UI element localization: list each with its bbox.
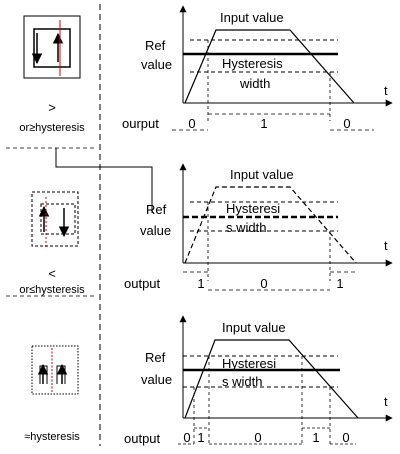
- input-value-curve: [184, 186, 357, 264]
- output-row-label: output: [124, 431, 161, 446]
- hysteresis-label: s width: [226, 220, 266, 235]
- ref-label: value: [141, 57, 172, 72]
- output-value: 0: [342, 430, 349, 445]
- output-value: 1: [197, 276, 204, 291]
- hysteresis-label: Hysteresi: [222, 356, 276, 371]
- hysteresis-label: width: [239, 76, 270, 91]
- output-row-label: ourput: [122, 116, 159, 131]
- condition-label: or≤hysteresis: [19, 284, 85, 296]
- chart-title: Input value: [222, 320, 286, 335]
- condition-label: or≥hysteresis: [19, 122, 85, 134]
- output-value: 0: [183, 430, 190, 445]
- t-axis-label: t: [384, 83, 388, 98]
- output-value: 0: [188, 116, 195, 131]
- hysteresis-loop-icon: [31, 191, 79, 248]
- output-value: 0: [260, 276, 267, 291]
- hysteresis-loop-icon: [31, 345, 79, 395]
- chart-title: Input value: [220, 10, 284, 25]
- chart-title: Input value: [230, 167, 294, 182]
- condition-symbol: >: [48, 100, 56, 115]
- hysteresis-label: s width: [222, 374, 262, 389]
- ref-label: Ref: [146, 202, 167, 217]
- ref-label: value: [141, 372, 172, 387]
- input-value-curve: [184, 29, 355, 104]
- condition-label: ≈hysteresis: [24, 431, 80, 443]
- panel-2: < or≤hysteresis t Input value Ref value …: [19, 163, 393, 296]
- condition-symbol: <: [48, 266, 56, 281]
- ref-label: value: [140, 223, 171, 238]
- ref-label: Ref: [145, 350, 166, 365]
- output-value: 0: [343, 116, 350, 131]
- output-value: 1: [336, 276, 343, 291]
- hysteresis-label: Hysteresi: [226, 201, 280, 216]
- panel-1: > or≥hysteresis t Input value Ref value …: [19, 5, 393, 134]
- output-value: 1: [197, 430, 204, 445]
- connector-line: [55, 148, 153, 213]
- t-axis-label: t: [384, 394, 388, 409]
- hysteresis-label: Hysteresis: [222, 56, 283, 71]
- t-axis-label: t: [384, 238, 388, 253]
- input-value-curve: [184, 339, 359, 419]
- ref-label: Ref: [145, 38, 166, 53]
- panel-3: ≈hysteresis t Input value Ref value Hyst…: [24, 315, 393, 446]
- output-value: 1: [260, 116, 267, 131]
- hysteresis-loop-icon: [23, 15, 81, 79]
- output-row-label: output: [124, 276, 161, 291]
- output-value: 1: [312, 430, 319, 445]
- output-value: 0: [254, 430, 261, 445]
